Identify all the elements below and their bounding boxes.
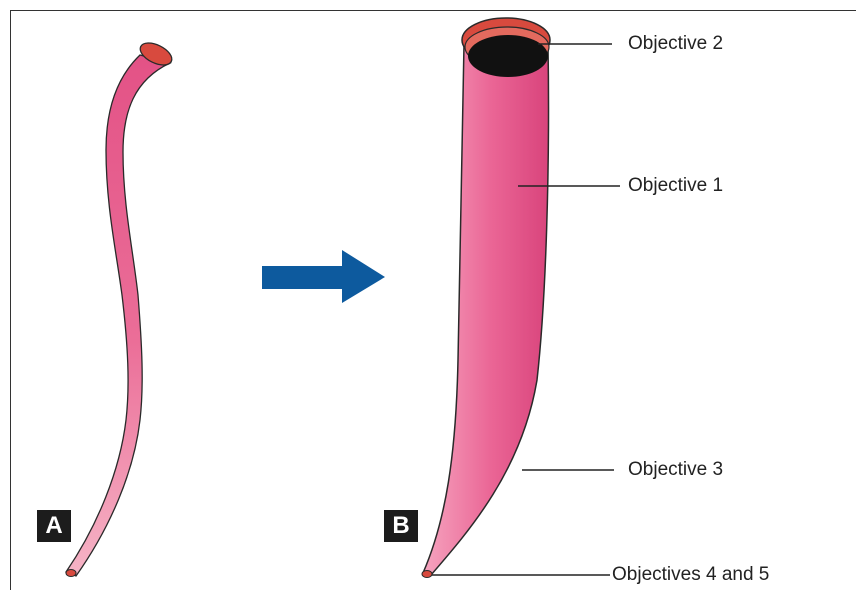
vessel-a-body <box>66 55 170 576</box>
transition-arrow <box>262 250 385 303</box>
vessel-a <box>66 38 175 576</box>
vessel-b <box>422 18 550 578</box>
vessel-b-body <box>423 44 549 575</box>
label-objective-3: Objective 3 <box>628 460 723 479</box>
vessel-b-tip <box>422 571 432 578</box>
panel-a-badge: A <box>37 510 71 542</box>
label-objectives-4-5: Objectives 4 and 5 <box>612 565 769 584</box>
label-objective-2: Objective 2 <box>628 34 723 53</box>
vessel-a-tip <box>66 570 76 577</box>
label-objective-1: Objective 1 <box>628 176 723 195</box>
panel-b-badge: B <box>384 510 418 542</box>
vessel-b-lumen <box>468 35 548 77</box>
